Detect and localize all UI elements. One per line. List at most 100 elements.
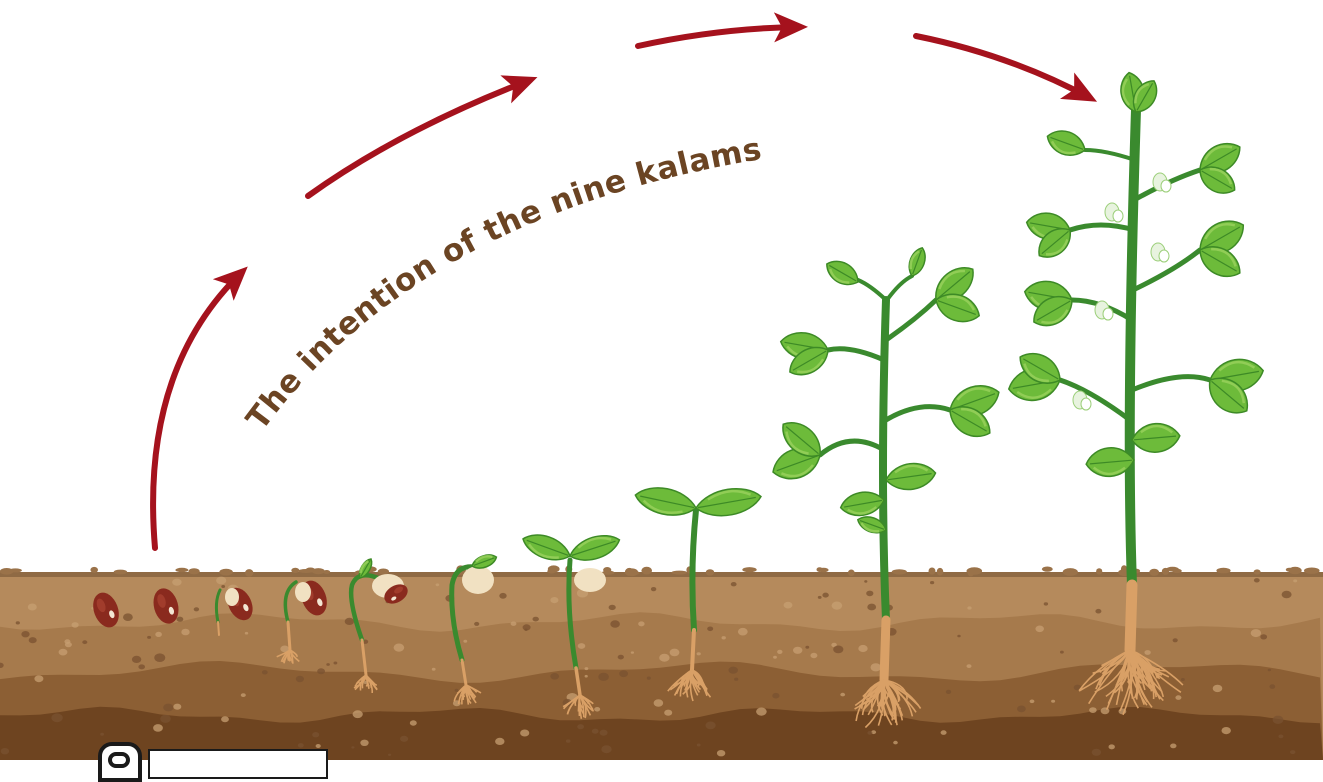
soil-speck bbox=[296, 676, 304, 682]
soil-speck bbox=[1260, 634, 1267, 639]
soil-speck bbox=[334, 662, 338, 665]
soil-speck bbox=[1254, 578, 1260, 582]
soil-speck bbox=[1030, 700, 1035, 704]
soil-speck bbox=[858, 645, 867, 652]
surface-pebble bbox=[967, 567, 983, 575]
soil-speck bbox=[756, 708, 767, 716]
surface-pebble bbox=[1042, 567, 1053, 572]
soil-speck bbox=[871, 663, 882, 671]
branch bbox=[886, 300, 936, 340]
surface-pebble bbox=[175, 568, 188, 572]
soil-speck bbox=[1175, 695, 1181, 700]
soil-speck bbox=[818, 596, 822, 599]
soil-speck bbox=[1173, 638, 1178, 642]
soil-speck bbox=[601, 745, 611, 753]
surface-pebble bbox=[1096, 568, 1102, 574]
soil-speck bbox=[1089, 707, 1097, 713]
soil-speck bbox=[731, 582, 737, 586]
flower bbox=[1153, 173, 1171, 192]
soil-speck bbox=[100, 733, 104, 736]
soil-speck bbox=[734, 678, 738, 681]
surface-pebble bbox=[291, 568, 299, 573]
soil-speck bbox=[34, 675, 43, 682]
soil-speck bbox=[221, 585, 225, 588]
soil-speck bbox=[706, 722, 716, 730]
soil-speck bbox=[181, 629, 189, 636]
soil-speck bbox=[664, 710, 672, 716]
soil-speck bbox=[840, 693, 845, 697]
soil-speck bbox=[326, 663, 330, 666]
soil-speck bbox=[578, 643, 586, 649]
soil-speck bbox=[1101, 707, 1110, 714]
branch bbox=[887, 276, 912, 300]
soil-speck bbox=[72, 622, 79, 628]
soil-speck bbox=[893, 741, 898, 745]
soil-speck bbox=[312, 732, 319, 737]
soil-speck bbox=[499, 593, 506, 599]
leaf bbox=[905, 245, 929, 278]
soil-speck bbox=[777, 650, 782, 654]
soil-speck bbox=[262, 670, 268, 674]
cotyledon bbox=[462, 566, 494, 594]
soil-speck bbox=[707, 627, 713, 632]
soil-speck bbox=[154, 653, 165, 662]
root-strand bbox=[579, 695, 580, 716]
soil-speck bbox=[805, 646, 809, 649]
soil-speck bbox=[1269, 684, 1275, 689]
soil-speck bbox=[16, 621, 20, 624]
growth-arrow-1 bbox=[153, 272, 242, 548]
soil-speck bbox=[610, 620, 620, 627]
soil-speck bbox=[160, 715, 171, 723]
soil-speck bbox=[1144, 650, 1150, 655]
soil-speck bbox=[867, 731, 872, 735]
surface-pebble bbox=[1289, 567, 1302, 575]
soil-speck bbox=[864, 580, 867, 583]
soil-speck bbox=[722, 636, 726, 639]
surface-pebble bbox=[848, 570, 855, 577]
surface-pebble bbox=[188, 568, 199, 574]
soil-speck bbox=[793, 647, 802, 654]
leaf bbox=[1044, 126, 1089, 161]
soil-speck bbox=[772, 693, 779, 699]
soil-speck bbox=[400, 736, 408, 742]
surface-pebble bbox=[1254, 569, 1261, 574]
surface-pebble bbox=[1304, 568, 1320, 574]
cotyledon bbox=[574, 568, 606, 592]
soil-speck bbox=[967, 664, 972, 668]
soil-speck bbox=[1, 748, 9, 754]
soil-speck bbox=[946, 690, 951, 694]
soil-speck bbox=[28, 604, 37, 611]
soil-speck bbox=[153, 724, 163, 732]
soil-speck bbox=[463, 640, 467, 643]
soil-speck bbox=[132, 656, 141, 663]
soil-speck bbox=[600, 730, 608, 736]
surface-pebble bbox=[90, 567, 98, 573]
soil-speck bbox=[317, 668, 325, 674]
surface-pebble bbox=[742, 567, 756, 572]
soil-speck bbox=[82, 640, 87, 644]
soil-speck bbox=[1251, 629, 1261, 637]
plant-growth-diagram: The intention of the nine kalams bbox=[0, 0, 1323, 760]
soil-speck bbox=[832, 602, 843, 610]
soil-speck bbox=[163, 704, 173, 712]
soil-speck bbox=[1273, 716, 1284, 724]
flower bbox=[1151, 243, 1169, 262]
surface-pebble bbox=[892, 569, 907, 574]
left-leaf bbox=[519, 529, 573, 566]
surface-pebble bbox=[548, 565, 560, 572]
surface-pebble bbox=[641, 567, 652, 575]
soil-speck bbox=[1213, 685, 1223, 692]
surface-pebble bbox=[378, 569, 389, 575]
soil-speck bbox=[410, 720, 417, 725]
soil-speck bbox=[550, 673, 559, 680]
soil-speck bbox=[1268, 669, 1271, 672]
soil-speck bbox=[394, 644, 405, 652]
soil-speck bbox=[360, 740, 368, 746]
soil-speck bbox=[930, 581, 934, 584]
growth-arrow-2 bbox=[308, 80, 530, 196]
surface-pebble bbox=[245, 569, 253, 577]
soil-speck bbox=[647, 677, 651, 680]
soil-speck bbox=[619, 670, 628, 677]
soil-speck bbox=[351, 746, 354, 748]
logo-icon bbox=[98, 742, 142, 782]
